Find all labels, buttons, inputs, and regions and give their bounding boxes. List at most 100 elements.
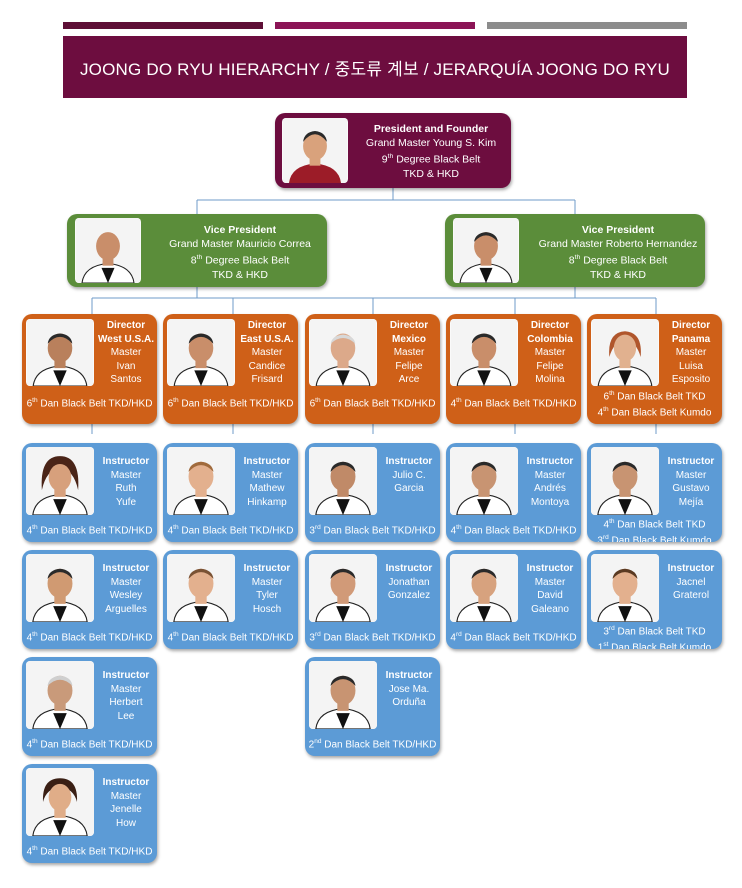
director-photo bbox=[309, 319, 377, 386]
director-title: Master bbox=[393, 347, 425, 358]
instructor-role: Instructor bbox=[102, 563, 150, 574]
director-photo bbox=[26, 319, 94, 386]
director-first-name: Candice bbox=[248, 360, 286, 372]
instructor-rank: 3rd Dan Black Belt TKD/HKD bbox=[309, 524, 436, 537]
instructor-photo bbox=[26, 661, 94, 729]
director-title: Master bbox=[534, 347, 566, 358]
instructor-line-2: Graterol bbox=[672, 590, 710, 601]
instructor-line-2: Ruth bbox=[115, 483, 137, 494]
instructor-box: Instructor Master Wesley Arguelles 4th D… bbox=[22, 550, 157, 649]
instructor-role: Instructor bbox=[102, 777, 150, 788]
instructor-box: Instructor Master David Galeano 4rd Dan … bbox=[446, 550, 581, 649]
instructor-photo bbox=[167, 447, 235, 515]
director-title: Master bbox=[110, 347, 142, 358]
director-region: Mexico bbox=[392, 333, 426, 345]
instructor-box: Instructor Jose Ma. Orduña 2nd Dan Black… bbox=[305, 657, 440, 756]
instructor-box: Instructor Jacnel Graterol 3rd Dan Black… bbox=[587, 550, 722, 649]
instructor-photo bbox=[450, 447, 518, 515]
vice-president-arts: TKD & HKD bbox=[211, 268, 268, 281]
vice-president-role: Vice President bbox=[581, 224, 655, 236]
instructor-photo bbox=[309, 554, 377, 622]
instructor-role: Instructor bbox=[667, 456, 715, 467]
instructor-line-2: Orduña bbox=[392, 697, 426, 708]
vice-president-degree: 8th Degree Black Belt bbox=[568, 254, 668, 267]
instructor-role: Instructor bbox=[102, 456, 150, 467]
instructor-box: Instructor Master Andrés Montoya 4th Dan… bbox=[446, 443, 581, 542]
director-title: Master bbox=[251, 347, 283, 358]
instructor-line-1: Master bbox=[251, 576, 283, 588]
director-last-name: Molina bbox=[535, 374, 565, 385]
vice-president-photo bbox=[75, 218, 141, 283]
president-arts: TKD & HKD bbox=[402, 167, 459, 180]
director-box: Director Panama Master Luisa Esposito 6t… bbox=[587, 314, 722, 424]
instructor-line-2: Garcia bbox=[394, 483, 424, 494]
instructor-rank: 3rd Dan Black Belt TKD/HKD bbox=[309, 631, 436, 644]
instructor-rank: 4th Dan Black Belt TKD/HKD bbox=[167, 631, 294, 644]
vice-president-name: Grand Master Mauricio Correa bbox=[169, 238, 311, 250]
vice-president-box: Vice President Grand Master Mauricio Cor… bbox=[67, 214, 327, 287]
director-box: Director West U.S.A. Master Ivan Santos … bbox=[22, 314, 157, 424]
instructor-photo bbox=[309, 447, 377, 515]
instructor-line-1: Master bbox=[110, 469, 142, 481]
instructor-rank: 4th Dan Black Belt TKD/HKD bbox=[450, 524, 577, 537]
instructor-box: Instructor Master Tyler Hosch 4th Dan Bl… bbox=[163, 550, 298, 649]
director-rank-secondary: 4th Dan Black Belt Kumdo bbox=[597, 406, 712, 419]
instructor-line-1: Master bbox=[251, 469, 283, 481]
instructor-box: Instructor Master Gustavo Mejía 4th Dan … bbox=[587, 443, 722, 542]
instructor-rank-secondary: 1st Dan Black Belt Kumdo bbox=[597, 641, 712, 649]
instructor-line-2: Andrés bbox=[534, 483, 566, 494]
instructor-photo bbox=[26, 768, 94, 836]
instructor-rank: 3rd Dan Black Belt TKD bbox=[603, 625, 706, 638]
instructor-line-2: Mathew bbox=[249, 483, 285, 494]
director-first-name: Ivan bbox=[116, 360, 136, 372]
instructor-role: Instructor bbox=[526, 563, 574, 574]
director-box: Director East U.S.A. Master Candice Fris… bbox=[163, 314, 298, 424]
instructor-role: Instructor bbox=[526, 456, 574, 467]
instructor-line-3: Galeano bbox=[531, 603, 569, 615]
director-role: Director bbox=[247, 320, 287, 331]
instructor-line-3: Hinkamp bbox=[247, 496, 287, 508]
instructor-photo bbox=[309, 661, 377, 729]
instructor-box: Instructor Jonathan Gonzalez 3rd Dan Bla… bbox=[305, 550, 440, 649]
title-banner: JOONG DO RYU HIERARCHY / 중도류 계보 / JERARQ… bbox=[63, 36, 687, 98]
instructor-rank: 4th Dan Black Belt TKD/HKD bbox=[167, 524, 294, 537]
instructor-box: Instructor Master Herbert Lee 4th Dan Bl… bbox=[22, 657, 157, 756]
instructor-photo bbox=[591, 447, 659, 515]
instructor-line-1: Jacnel bbox=[676, 576, 706, 588]
vice-president-role: Vice President bbox=[203, 224, 277, 236]
instructor-photo bbox=[26, 447, 94, 515]
director-role: Director bbox=[530, 320, 570, 331]
page-title: JOONG DO RYU HIERARCHY / 중도류 계보 / JERARQ… bbox=[79, 59, 671, 79]
instructor-line-1: Julio C. bbox=[392, 469, 426, 481]
director-title: Master bbox=[675, 347, 707, 358]
director-rank: 6th Dan Black Belt TKD/HKD bbox=[167, 397, 294, 410]
instructor-rank: 4th Dan Black Belt TKD/HKD bbox=[26, 631, 153, 644]
instructor-line-1: Jonathan bbox=[388, 576, 430, 588]
instructor-line-1: Master bbox=[110, 683, 142, 695]
instructor-line-2: Gustavo bbox=[672, 483, 710, 494]
director-region: Panama bbox=[671, 333, 711, 345]
director-box: Director Mexico Master Felipe Arce 6th D… bbox=[305, 314, 440, 424]
president-role: President and Founder bbox=[373, 123, 489, 135]
director-last-name: Frisard bbox=[251, 374, 283, 385]
instructor-box: Instructor Master Ruth Yufe 4th Dan Blac… bbox=[22, 443, 157, 542]
instructor-rank: 4th Dan Black Belt TKD/HKD bbox=[26, 845, 153, 858]
instructor-line-3: Yufe bbox=[115, 496, 137, 508]
director-photo bbox=[167, 319, 235, 386]
instructor-rank-secondary: 3rd Dan Black Belt Kumdo bbox=[597, 534, 712, 542]
director-region: West U.S.A. bbox=[98, 333, 154, 345]
top-bar-2 bbox=[275, 22, 475, 29]
instructor-role: Instructor bbox=[385, 563, 433, 574]
instructor-line-2: Herbert bbox=[109, 697, 143, 708]
director-box: Director Colombia Master Felipe Molina 4… bbox=[446, 314, 581, 424]
instructor-line-3: Arguelles bbox=[105, 603, 147, 615]
instructor-line-1: Master bbox=[534, 576, 566, 588]
director-first-name: Luisa bbox=[679, 360, 703, 372]
instructor-role: Instructor bbox=[102, 670, 150, 681]
instructor-box: Instructor Julio C. Garcia 3rd Dan Black… bbox=[305, 443, 440, 542]
president-box: President and Founder Grand Master Young… bbox=[275, 113, 511, 188]
vice-president-arts: TKD & HKD bbox=[589, 268, 646, 281]
vice-president-photo bbox=[453, 218, 519, 283]
instructor-role: Instructor bbox=[243, 563, 291, 574]
